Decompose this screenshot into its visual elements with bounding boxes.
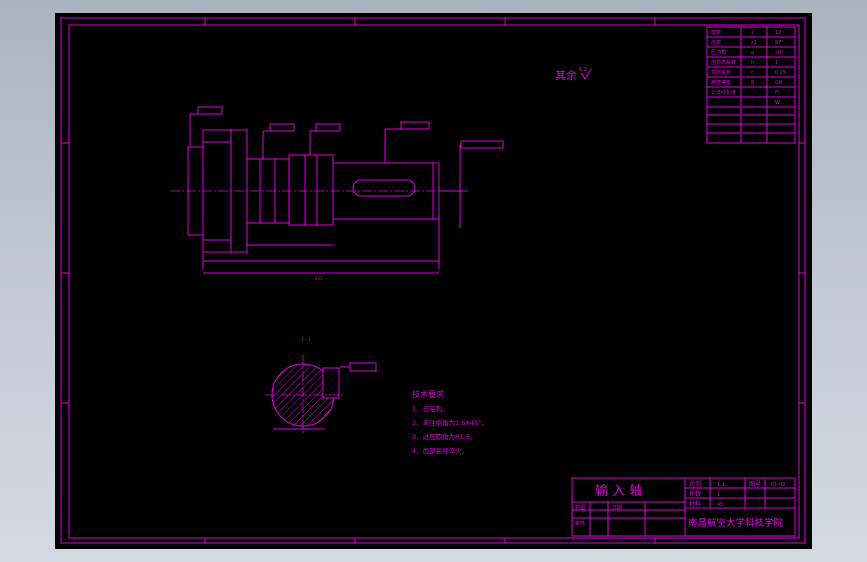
tech-req-item: 3、过度圆角为R1.5。 bbox=[412, 432, 477, 441]
part-name: 输 入 轴 bbox=[595, 483, 642, 499]
param-label: 齿数 bbox=[711, 39, 721, 46]
section-view: I - I bbox=[265, 337, 377, 435]
param-value: 87 bbox=[775, 40, 781, 46]
title-block: 输 入 轴 比例 1:1 图号 01-02 件数 1 材料 45 制图 审核 日… bbox=[571, 477, 796, 537]
param-value: 20° bbox=[775, 50, 784, 56]
cad-drawing-viewport[interactable]: 模数 2 12 齿数 z1 87 压力角 α 20° 齿顶高系数 h 1 顶隙系… bbox=[55, 13, 812, 549]
param-symbol: 2 bbox=[751, 30, 754, 36]
param-value: GB bbox=[775, 80, 783, 86]
scale-label: 比例 bbox=[689, 480, 701, 488]
param-label: 公法线长度 bbox=[711, 89, 736, 96]
param-symbol: z1 bbox=[751, 40, 757, 46]
drawing-canvas[interactable]: 模数 2 12 齿数 z1 87 压力角 α 20° 齿顶高系数 h 1 顶隙系… bbox=[55, 13, 812, 549]
drawing-no-value: 01-02 bbox=[771, 482, 786, 488]
param-label: 压力角 bbox=[711, 49, 726, 56]
param-value: W bbox=[775, 100, 780, 106]
tech-req-item: 4、齿部高频淬火。 bbox=[412, 446, 468, 455]
param-symbol: α bbox=[751, 50, 755, 56]
param-label: 模数 bbox=[711, 29, 721, 36]
roughness-value: 6.3 bbox=[579, 67, 587, 73]
qty-value: 1 bbox=[717, 492, 720, 498]
param-symbol: c bbox=[751, 70, 754, 76]
param-label: 齿顶高系数 bbox=[711, 59, 736, 66]
section-label: I - I bbox=[302, 337, 310, 343]
material-value: 45 bbox=[717, 502, 723, 508]
date-label: 日期 bbox=[612, 505, 622, 511]
param-label: 顶隙系数 bbox=[711, 69, 731, 76]
qty-label: 件数 bbox=[689, 490, 701, 498]
drawing-no-label: 图号 bbox=[749, 481, 761, 488]
roughness-note: 其余 bbox=[555, 68, 577, 82]
shaft-main-view: 225 bbox=[170, 106, 504, 281]
tech-req-item: 1、去毛刺。 bbox=[412, 404, 449, 413]
param-value: Fr bbox=[775, 90, 781, 96]
param-symbol: h bbox=[751, 60, 754, 66]
param-value: 0.25 bbox=[775, 70, 786, 76]
tech-req-heading: 技术要求 bbox=[412, 389, 444, 399]
overall-length-dim: 225 bbox=[315, 276, 323, 281]
checker-label: 审核 bbox=[575, 520, 585, 527]
outer-frame bbox=[60, 17, 806, 544]
material-label: 材料 bbox=[689, 500, 701, 508]
gear-params-table: 模数 2 12 齿数 z1 87 压力角 α 20° 齿顶高系数 h 1 顶隙系… bbox=[706, 26, 796, 144]
designer-label: 制图 bbox=[575, 504, 585, 511]
tech-req-item: 2、未注倒角为1.5X45°。 bbox=[412, 418, 488, 427]
scale-value: 1:1 bbox=[717, 482, 725, 488]
school-name: 南昌航空大学科技学院 bbox=[688, 517, 784, 529]
param-value: 12 bbox=[775, 30, 781, 36]
param-symbol: 8 bbox=[751, 80, 754, 86]
inner-frame bbox=[68, 24, 800, 539]
frame-ticks bbox=[61, 18, 805, 543]
param-value: 1 bbox=[775, 60, 778, 66]
roughness-symbol bbox=[580, 68, 592, 80]
tech-requirements: 技术要求 1、去毛刺。 2、未注倒角为1.5X45°。 3、过度圆角为R1.5。… bbox=[412, 389, 488, 455]
param-label: 精度等级 bbox=[711, 79, 731, 86]
